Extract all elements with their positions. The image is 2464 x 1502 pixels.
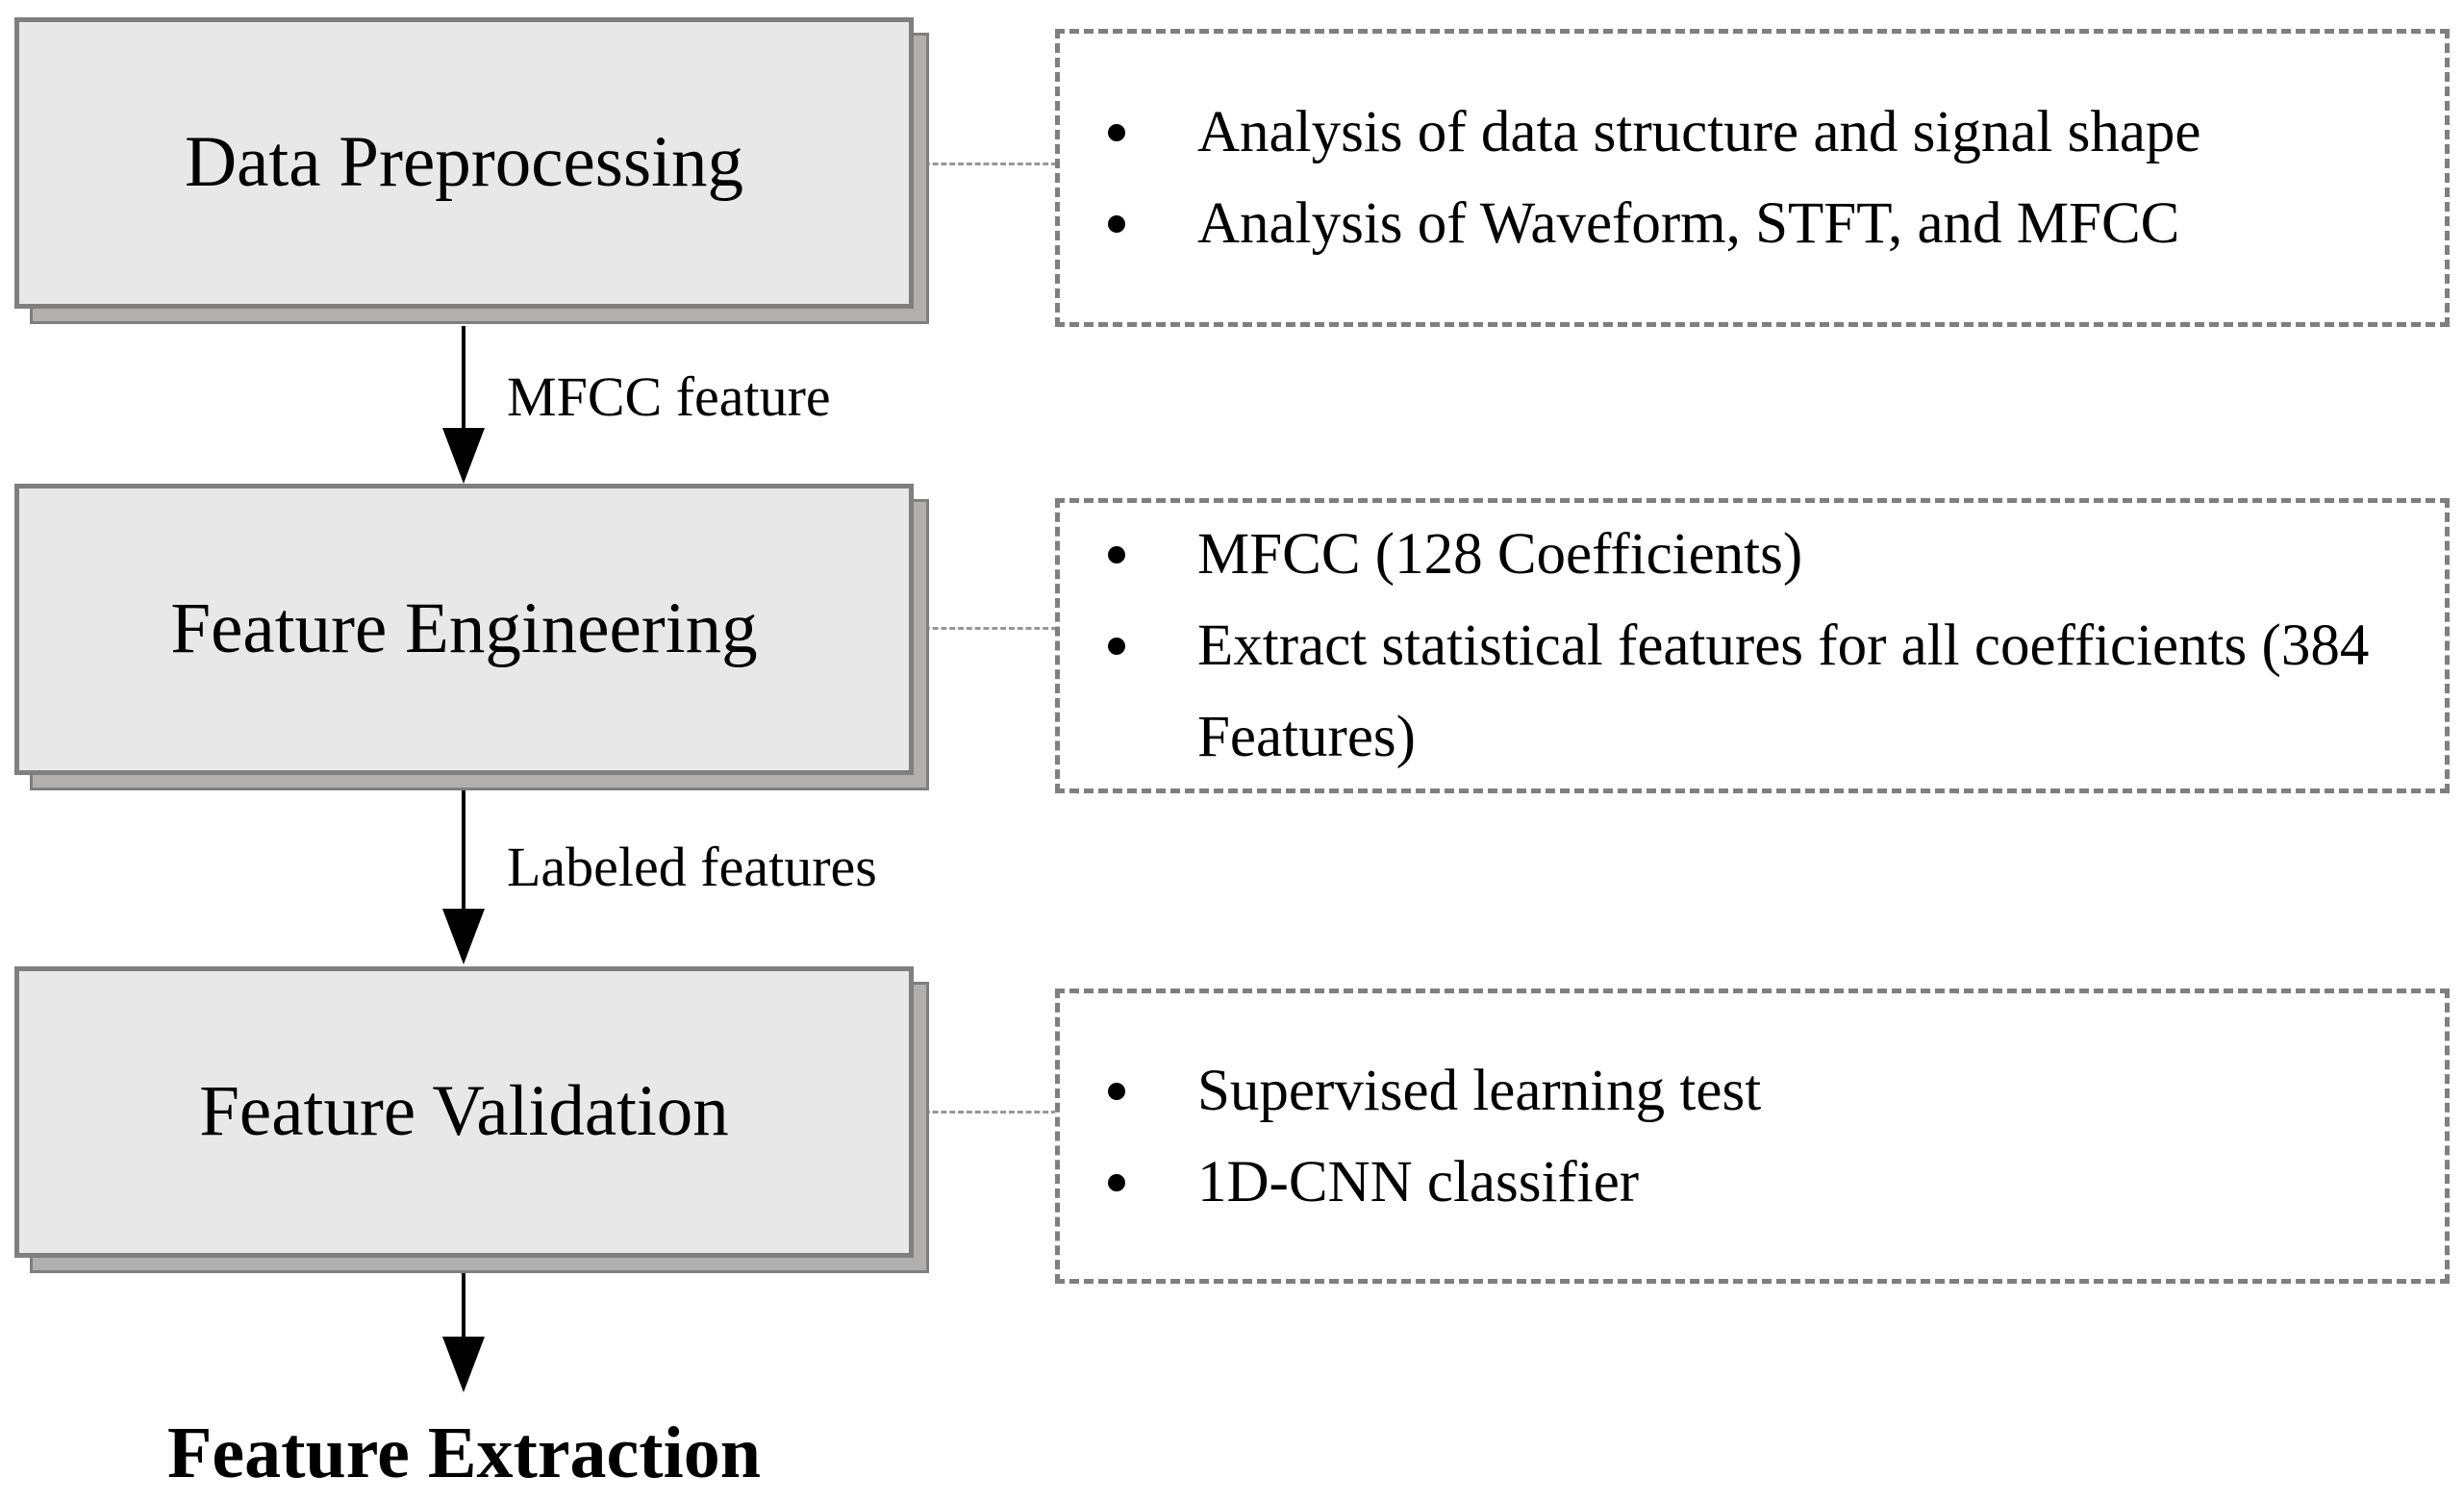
arrow-label-labeled-features: Labeled features	[507, 836, 877, 898]
detail-box-feature-engineering: MFCC (128 Coefficients) Extract statisti…	[1055, 498, 2450, 793]
bullet-list: Supervised learning test 1D-CNN classifi…	[1060, 993, 2445, 1279]
detail-box-data-preprocessing: Analysis of data structure and signal sh…	[1055, 29, 2450, 327]
bullet-item: Extract statistical features for all coe…	[1060, 600, 2445, 783]
step-box-feature-engineering: Feature Engineering	[14, 484, 914, 775]
arrow-line-3	[462, 1273, 465, 1339]
final-output-label: Feature Extraction	[167, 1413, 761, 1493]
bullet-item: Supervised learning test	[1060, 1045, 2445, 1137]
connector-line-step1	[916, 163, 1057, 165]
arrow-label-mfcc-feature: MFCC feature	[507, 365, 831, 428]
bullet-item: Analysis of Waveform, STFT, and MFCC	[1060, 178, 2445, 269]
step-box-data-preprocessing: Data Preprocessing	[14, 17, 914, 309]
step-title-data-preprocessing: Data Preprocessing	[184, 122, 744, 203]
bullet-list: MFCC (128 Coefficients) Extract statisti…	[1060, 503, 2445, 789]
bullet-item: MFCC (128 Coefficients)	[1060, 509, 2445, 600]
bullet-item: Analysis of data structure and signal sh…	[1060, 87, 2445, 178]
step-box-feature-validation: Feature Validation	[14, 966, 914, 1258]
arrow-line-2	[462, 788, 465, 911]
arrow-line-1	[462, 326, 465, 430]
step-title-feature-validation: Feature Validation	[199, 1071, 729, 1152]
arrow-down-icon	[442, 909, 485, 964]
detail-box-feature-validation: Supervised learning test 1D-CNN classifi…	[1055, 989, 2450, 1284]
bullet-item: 1D-CNN classifier	[1060, 1137, 2445, 1228]
step-title-feature-engineering: Feature Engineering	[170, 588, 758, 669]
connector-line-step3	[916, 1111, 1057, 1114]
arrow-down-icon	[442, 428, 485, 484]
bullet-list: Analysis of data structure and signal sh…	[1060, 34, 2445, 322]
arrow-down-icon	[442, 1337, 485, 1392]
connector-line-step2	[916, 627, 1057, 630]
